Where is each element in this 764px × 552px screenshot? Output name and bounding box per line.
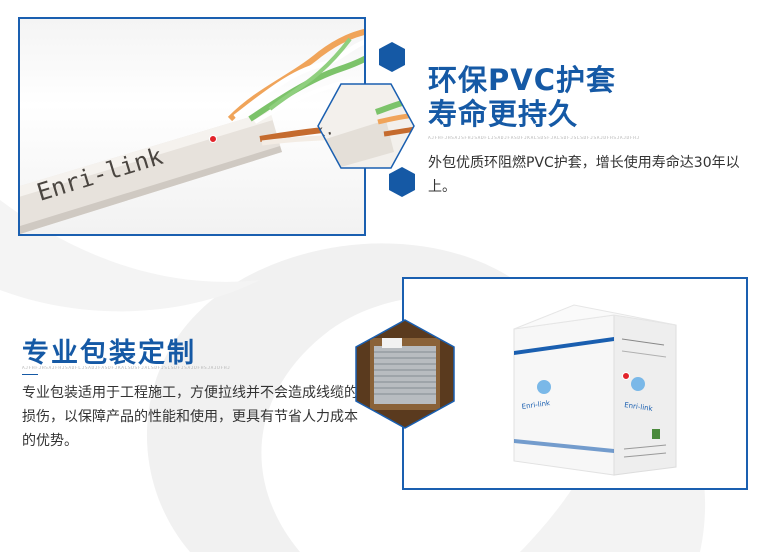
hexagon-icon — [389, 167, 415, 197]
section2-description: 专业包装适用于工程施工，方便拉线并不会造成线缆的损伤，以保障产品的性能和使用，更… — [22, 385, 358, 449]
section1-title-line1: 环保PVC护套 — [428, 63, 616, 97]
section1-title-line2: 寿命更持久 — [428, 97, 579, 131]
section1-description: 外包优质环阻燃PVC护套，增长使用寿命达30年以上。 — [428, 155, 740, 195]
section2-title: 专业包装定制 — [22, 338, 196, 369]
section1-subtitle-en: AJFHFJHSAJSFHJSADFLJSADJFASDFJKALSDSFJAL… — [428, 136, 640, 141]
section2-subtitle-en: AJFHFJHSAJFHJSADFLJSADJFASDFJKALSDSFJALS… — [22, 366, 231, 371]
title-underline — [22, 374, 38, 375]
cable-photo: Enri-link — [18, 17, 366, 236]
section1-title: 环保PVC护套 寿命更持久 — [428, 63, 616, 131]
hexagon-icon — [379, 42, 405, 72]
reel-hexagon — [355, 319, 455, 429]
zoom-hexagon: k. — [317, 83, 415, 169]
box-photo: Enri-link Enri-link — [402, 277, 748, 490]
